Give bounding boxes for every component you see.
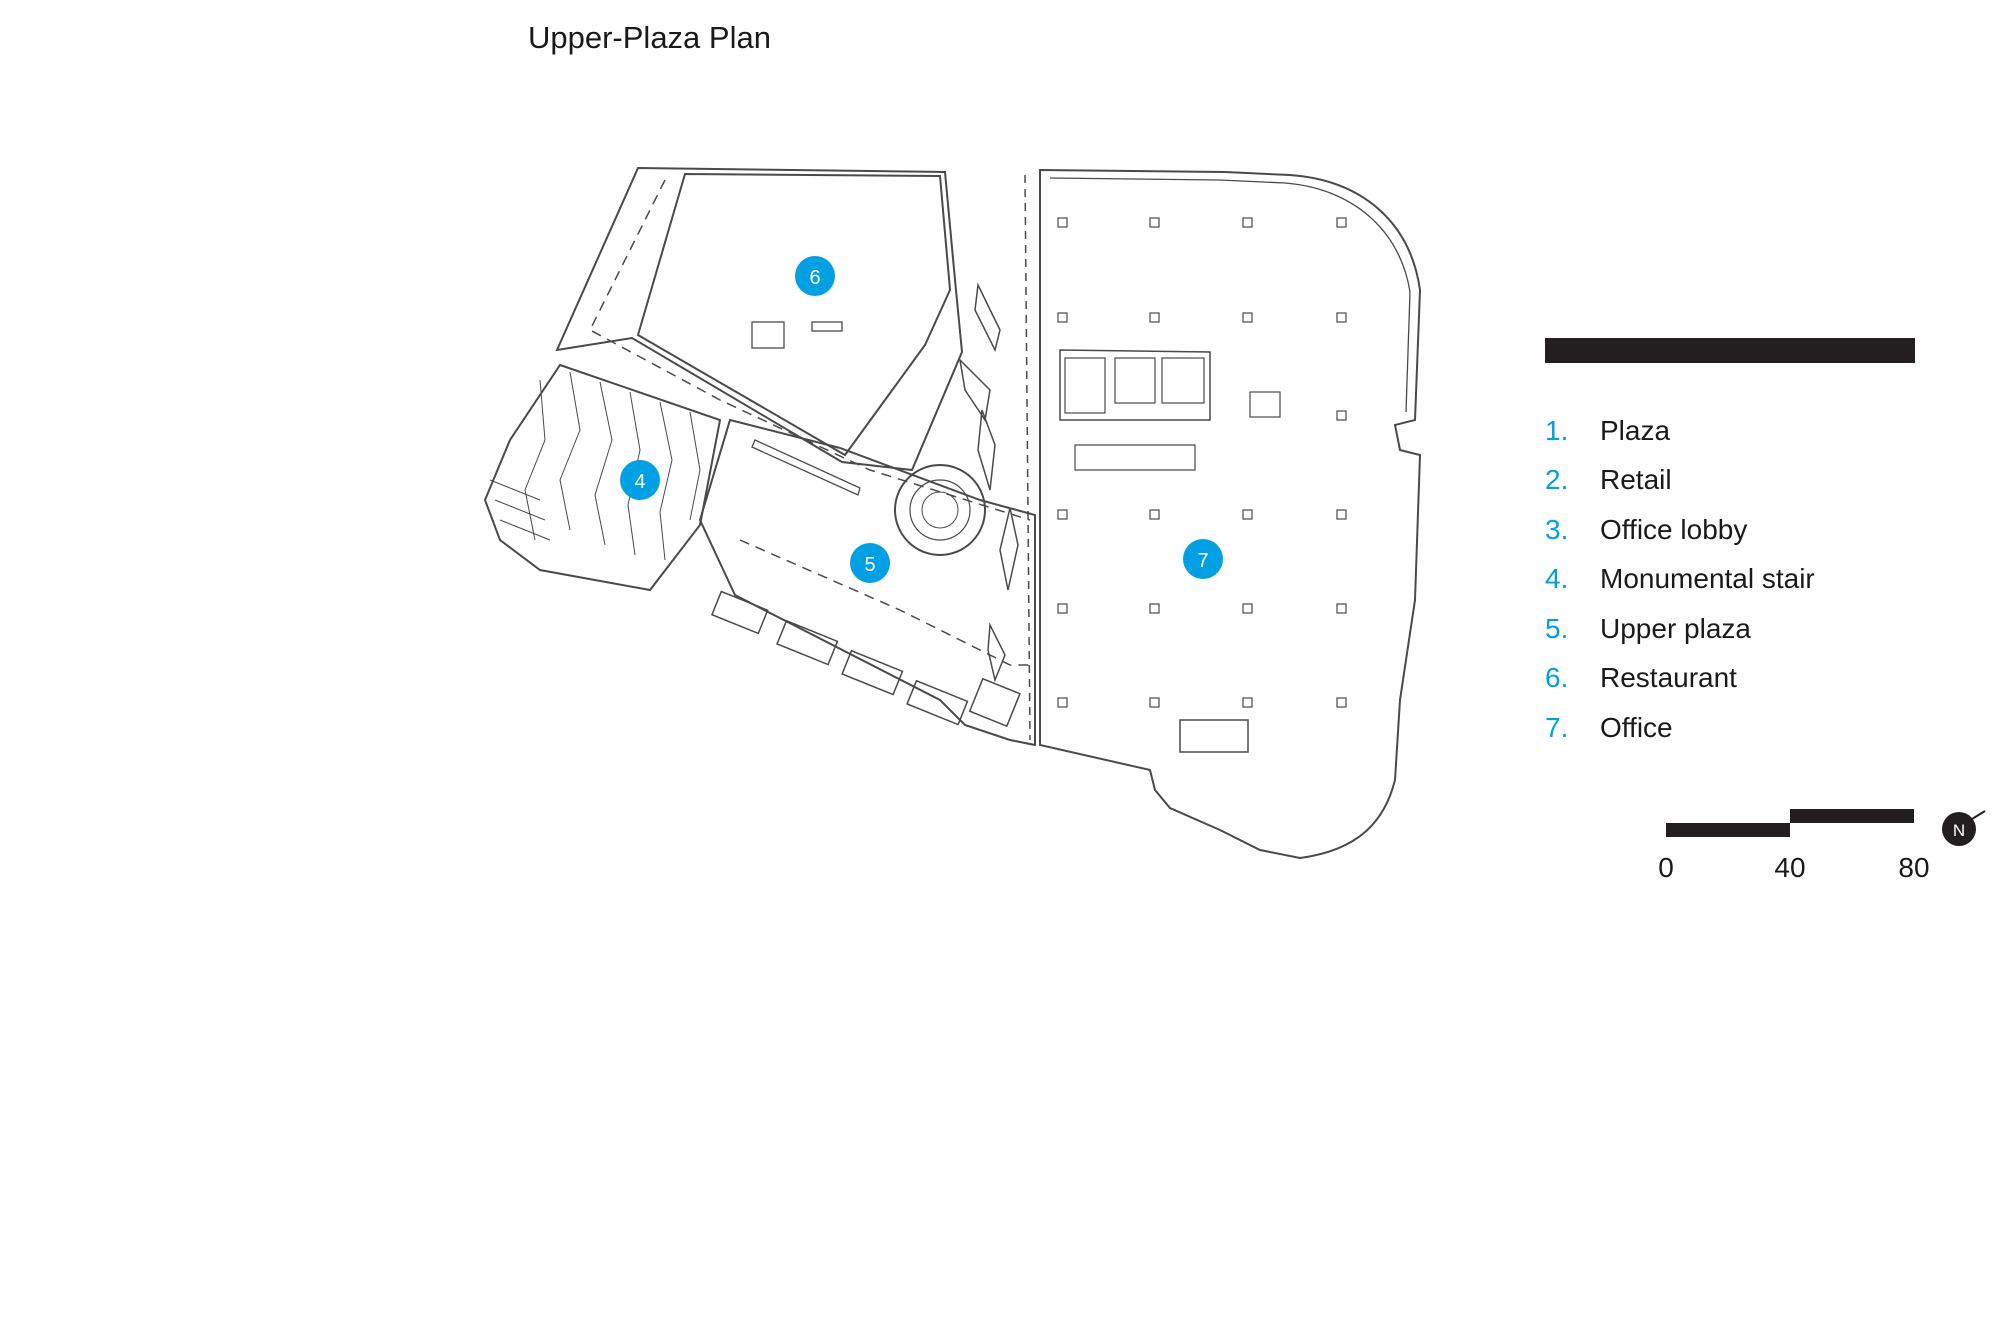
round-feature-middle <box>909 479 971 541</box>
svg-text:N: N <box>1953 821 1965 840</box>
legend-item: 4.Monumental stair <box>1545 563 1815 595</box>
south-stair-blocks <box>710 590 1021 728</box>
central-divider <box>1024 174 1031 741</box>
bench-row <box>751 439 861 496</box>
svg-text:6: 6 <box>809 267 820 289</box>
planter-2 <box>977 409 996 491</box>
planter-4 <box>987 622 1006 683</box>
monumental-stair-outline <box>483 363 722 592</box>
legend-header-bar <box>1545 338 1915 363</box>
office-core-rooms <box>1064 357 1281 471</box>
marker-6: 6 <box>795 256 835 296</box>
legend-item: 7.Office <box>1545 711 1673 743</box>
legend-item: 5.Upper plaza <box>1545 612 1751 644</box>
legend-item: 1.Plaza <box>1545 414 1671 446</box>
scale-tick-0: 0 <box>1658 852 1674 883</box>
legend-item: 2.Retail <box>1545 464 1672 496</box>
svg-text:5: 5 <box>864 554 875 576</box>
office-wall <box>1039 168 1422 860</box>
restaurant-wall-inner <box>636 172 952 457</box>
restaurant-fixture-2 <box>811 321 843 332</box>
round-feature-outer <box>894 464 986 556</box>
svg-text:4: 4 <box>634 471 645 493</box>
marker-4: 4 <box>620 460 660 500</box>
marker-7: 7 <box>1183 539 1223 579</box>
planter-5 <box>974 282 1001 353</box>
scale-tick-40: 40 <box>1774 852 1806 883</box>
svg-text:7: 7 <box>1197 550 1208 572</box>
planter-3 <box>999 507 1019 591</box>
office-stair-core <box>1179 719 1249 753</box>
plan-markers: 6 4 5 7 <box>620 256 1223 583</box>
legend-item: 6.Restaurant <box>1545 662 1737 694</box>
round-feature-inner <box>921 491 959 529</box>
office-wall-inner <box>1049 177 1411 413</box>
office-columns <box>1057 217 1347 708</box>
marker-5: 5 <box>850 543 890 583</box>
restaurant-wall-outer <box>555 166 964 472</box>
planter-1 <box>958 357 991 422</box>
office-core <box>1059 349 1211 421</box>
restaurant-fixture-1 <box>751 321 785 349</box>
upper-plaza-dashed <box>739 539 1035 666</box>
legend-item: 3.Office lobby <box>1545 513 1748 545</box>
page-title: Upper-Plaza Plan <box>528 20 771 55</box>
terrace-dashed-line <box>589 179 1031 521</box>
scale-tick-80: 80 <box>1898 852 1930 883</box>
scale-bar <box>1666 809 1914 837</box>
monumental-stair-treads <box>489 371 701 561</box>
north-arrow: N <box>1942 810 1986 846</box>
upper-plaza-outline <box>698 418 1036 747</box>
legend-list: 1.Plaza 2.Retail 3.Office lobby 4.Monume… <box>1545 406 1815 753</box>
